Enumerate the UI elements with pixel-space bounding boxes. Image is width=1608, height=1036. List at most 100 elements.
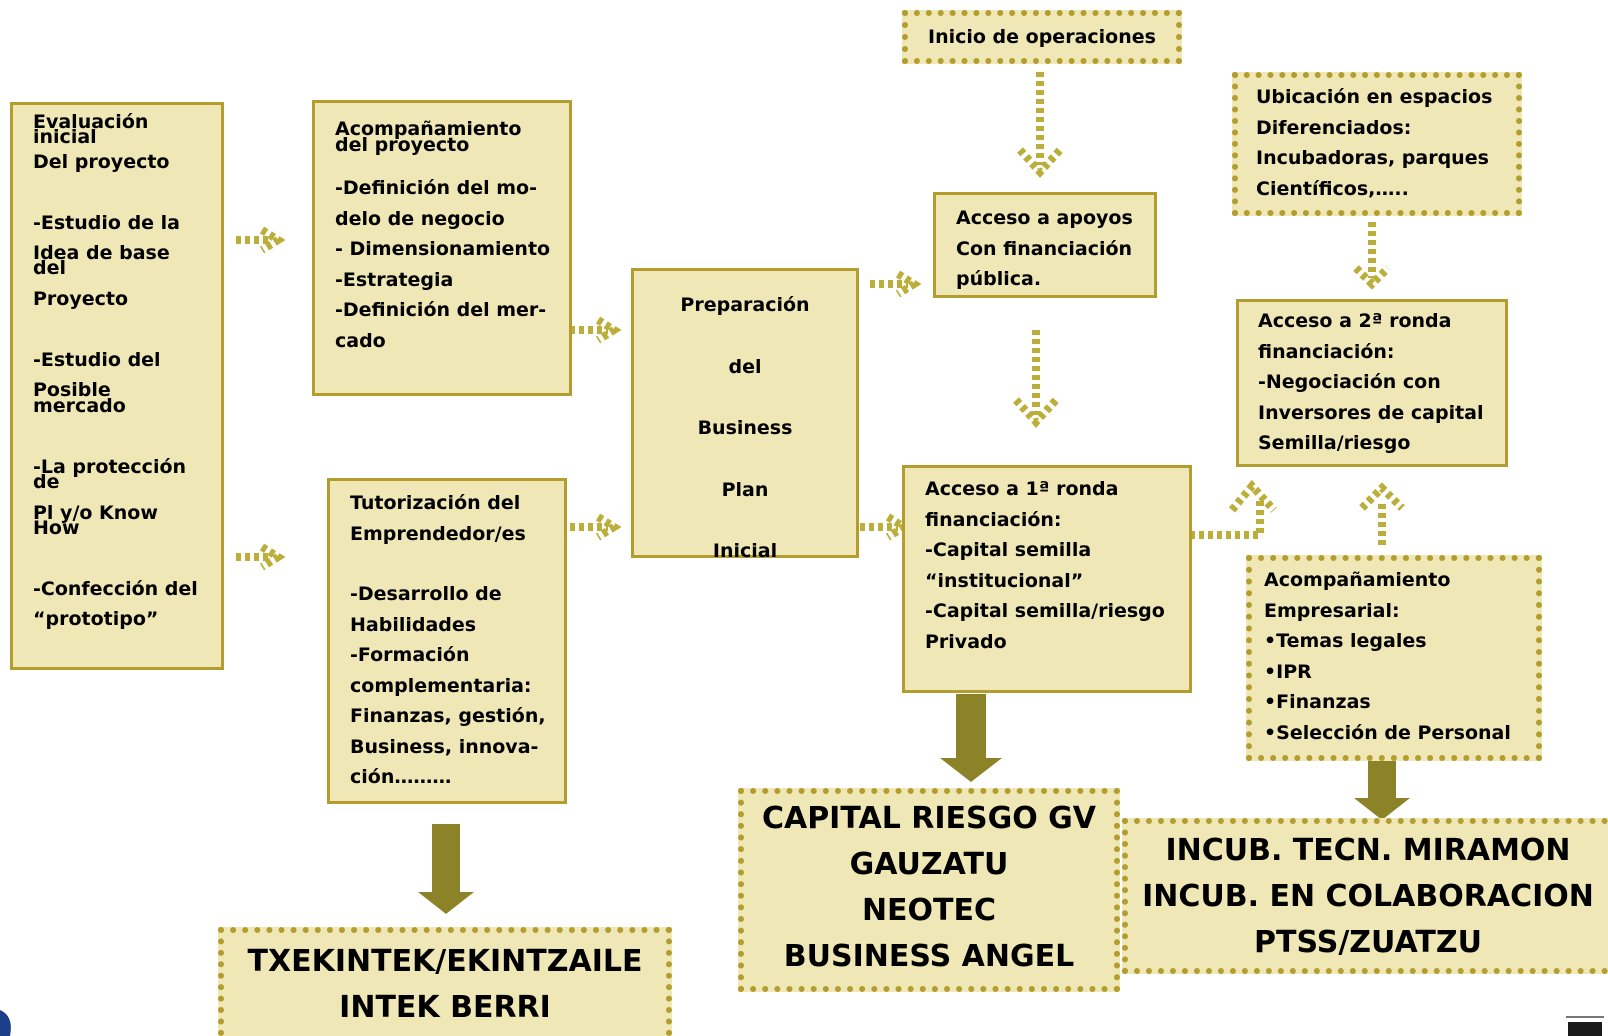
box-line: Pl y/o Know [33, 501, 158, 524]
box-line: GAUZATU [849, 847, 1009, 882]
box-line: Semilla/riesgo [1258, 432, 1411, 454]
box-line: Business [697, 417, 793, 439]
logo-left-partial [0, 1010, 11, 1036]
box-line: Privado [925, 630, 1007, 653]
box-line: Acompañamiento [335, 118, 522, 140]
box-tutorizacion: Tutorización del Emprendedor/es -Desarro… [327, 478, 567, 804]
arrow-empresarial-to-incub [1354, 756, 1410, 820]
box-line: Acompañamiento [1264, 569, 1451, 591]
box-line: TXEKINTEK/EKINTZAILE [247, 944, 643, 979]
box-line: -Capital semilla [925, 539, 1092, 561]
box-line: Incubadoras, parques [1256, 147, 1489, 169]
box-line: ción……… [350, 766, 452, 788]
box-primera-ronda: Acceso a 1ª ronda financiación: -Capital… [902, 465, 1192, 693]
box-line: How [33, 516, 80, 539]
box-line: Emprendedor/es [350, 522, 526, 545]
box-line: •Finanzas [1264, 691, 1371, 713]
box-line: INCUB. EN COLABORACION [1142, 879, 1594, 914]
box-line: Idea de base [33, 242, 170, 265]
box-line: NEOTEC [861, 893, 997, 928]
box-line: Business, innova- [350, 735, 539, 758]
box-line: mercado [33, 394, 126, 417]
arrow-inicio-to-apoyos [1017, 72, 1063, 178]
box-line: Evaluación [33, 111, 149, 133]
box-incubadoras: INCUB. TECN. MIRAMON INCUB. EN COLABORAC… [1122, 818, 1608, 974]
box-line: Diferenciados: [1256, 116, 1412, 139]
box-inicio-operaciones: Inicio de operaciones [902, 10, 1182, 64]
box-capital-riesgo: CAPITAL RIESGO GV GAUZATU NEOTEC BUSINES… [738, 788, 1120, 992]
box-line: -Estudio de la [33, 211, 180, 234]
box-line: Preparación [680, 294, 810, 316]
box-line: CAPITAL RIESGO GV [761, 801, 1097, 836]
box-evaluacion-inicial: Evaluación inicial Del proyecto -Estudio… [10, 102, 224, 670]
box-line: •IPR [1264, 660, 1312, 683]
box-line: Habilidades [350, 613, 477, 636]
box-line: Inicio de operaciones [928, 26, 1156, 48]
box-preparacion-business-plan: Preparación del Business Plan Inicial [631, 268, 859, 562]
arrow-acompanamiento-to-preparacion [570, 316, 622, 344]
box-line: INTEK BERRI [339, 990, 551, 1025]
box-line: del [728, 355, 762, 378]
box-line: Con financiación [956, 237, 1133, 260]
box-line: Ubicación en espacios [1256, 86, 1493, 108]
box-line: Finanzas, gestión, [350, 705, 546, 727]
arrow-ubicacion-to-ronda2 [1353, 222, 1391, 290]
arrow-empresarial-to-ronda2 [1359, 482, 1405, 545]
arrow-preparacion-to-ronda1 [860, 513, 912, 541]
box-line: Inversores de capital [1258, 401, 1484, 424]
box-line: Empresarial: [1264, 599, 1400, 622]
box-acompanamiento-empresarial: Acompañamiento Empresarial: •Temas legal… [1246, 555, 1542, 761]
box-line: del [33, 257, 66, 280]
box-line: Acceso a apoyos [956, 207, 1133, 229]
box-line: cado [335, 329, 386, 352]
box-line: Tutorización del [350, 492, 521, 514]
box-line: “prototipo” [33, 608, 159, 631]
arrow-evaluacion-to-acompanamiento [236, 226, 286, 254]
logo-right-line [1566, 1016, 1604, 1018]
box-line: Posible [33, 379, 111, 402]
box-line: Del proyecto [33, 150, 170, 173]
arrow-tutorizacion-to-preparacion [570, 513, 622, 541]
box-line: del proyecto [335, 134, 470, 156]
box-line: delo de negocio [335, 207, 505, 230]
box-line: inicial [33, 126, 97, 149]
logo-right-partial [1562, 1016, 1608, 1036]
box-line: Plan [721, 478, 769, 501]
box-txekintek: TXEKINTEK/EKINTZAILE INTEK BERRI [218, 927, 672, 1036]
box-line: -Capital semilla/riesgo [925, 600, 1165, 622]
box-line: -Confección del [33, 578, 198, 601]
box-line: -La protección [33, 455, 187, 478]
box-line: -Estudio del [33, 349, 161, 372]
box-line: -Desarrollo de [350, 583, 502, 605]
box-line: Científicos,….. [1256, 177, 1409, 200]
box-line: •Temas legales [1264, 630, 1427, 652]
box-line: financiación: [1258, 340, 1395, 363]
box-line: Inicial [712, 540, 778, 562]
box-line: BUSINESS ANGEL [783, 939, 1075, 974]
box-line: -Definición del mer- [335, 299, 547, 321]
box-acompanamiento-proyecto: Acompañamiento del proyecto -Definición … [312, 100, 572, 396]
arrow-tutorizacion-to-txekintek [418, 824, 474, 914]
arrow-preparacion-to-apoyos [870, 270, 922, 298]
box-acceso-apoyos: Acceso a apoyos Con financiación pública… [933, 192, 1157, 298]
arrow-ronda1-to-ronda2 [1190, 479, 1277, 539]
box-line: -Negociación con [1258, 371, 1441, 393]
box-line: pública. [956, 268, 1042, 290]
box-line: - Dimensionamiento [335, 238, 551, 260]
box-line: •Selección de Personal [1264, 721, 1511, 744]
box-line: PTSS/ZUATZU [1254, 925, 1482, 960]
box-line: Acceso a 2ª ronda [1258, 310, 1452, 332]
box-line: Acceso a 1ª ronda [925, 478, 1119, 500]
box-line: complementaria: [350, 674, 532, 697]
arrow-ronda1-to-capital [940, 694, 1002, 782]
box-line: -Formación [350, 644, 470, 666]
box-line: -Definición del mo- [335, 177, 537, 199]
box-line: Proyecto [33, 287, 129, 310]
box-line: INCUB. TECN. MIRAMON [1165, 833, 1571, 868]
box-line: -Estrategia [335, 268, 454, 291]
box-line: “institucional” [925, 569, 1084, 592]
box-ubicacion-espacios: Ubicación en espacios Diferenciados: Inc… [1232, 72, 1522, 216]
logo-right-mark [1568, 1022, 1602, 1036]
arrow-apoyos-to-ronda1 [1013, 330, 1059, 428]
box-line: financiación: [925, 508, 1062, 531]
